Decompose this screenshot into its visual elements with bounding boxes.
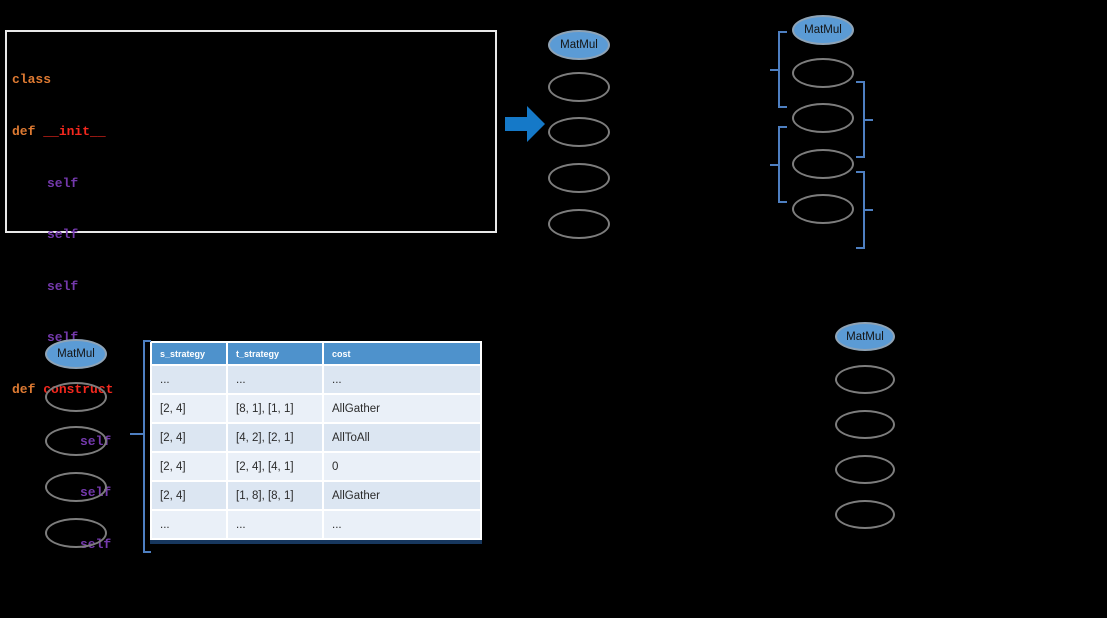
code-line: self	[12, 226, 495, 243]
operator-node-ellipse	[792, 149, 854, 179]
transform-arrow-icon	[505, 106, 545, 142]
table-cell: [2, 4]	[152, 424, 226, 451]
code-panel: class def __init__ self self self self d…	[5, 30, 497, 552]
table-row: [2, 4] [4, 2], [2, 1] AllToAll	[152, 424, 480, 451]
operator-node-ellipse	[835, 365, 895, 394]
table-cell: [4, 2], [2, 1]	[228, 424, 322, 451]
matmul-label: MatMul	[560, 39, 598, 51]
code-line: self	[12, 175, 495, 192]
operator-node-ellipse	[548, 163, 610, 193]
table-cell: AllGather	[324, 395, 480, 422]
code-keyword-def: def	[12, 382, 36, 398]
table-row: ... ... ...	[152, 511, 480, 538]
table-header-row: s_strategy t_strategy cost	[152, 343, 480, 364]
code-self: self	[47, 175, 79, 191]
column-header-s-strategy: s_strategy	[152, 343, 226, 364]
matmul-node: MatMul	[548, 30, 610, 60]
table-cell: [2, 4]	[152, 482, 226, 509]
table-cell: ...	[228, 366, 322, 393]
operator-node-ellipse	[45, 426, 107, 456]
table-cell: [8, 1], [1, 1]	[228, 395, 322, 422]
table-row: [2, 4] [2, 4], [4, 1] 0	[152, 453, 480, 480]
code-funcname-init: __init__	[43, 124, 106, 140]
operator-node-ellipse	[835, 455, 895, 484]
table-cell: AllGather	[324, 482, 480, 509]
operator-node-ellipse	[45, 472, 107, 502]
table-cell: ...	[228, 511, 322, 538]
column-header-t-strategy: t_strategy	[228, 343, 322, 364]
operator-node-ellipse	[792, 103, 854, 133]
operator-node-ellipse	[548, 209, 610, 239]
table-row: ... ... ...	[152, 366, 480, 393]
strategy-table: s_strategy t_strategy cost ... ... ... […	[150, 341, 482, 544]
table-cell: [2, 4]	[152, 453, 226, 480]
matmul-label: MatMul	[846, 330, 884, 343]
code-line: class	[12, 71, 495, 88]
operator-node-ellipse	[45, 518, 107, 548]
group-bracket-icon	[856, 171, 873, 249]
operator-node-ellipse	[548, 72, 610, 102]
operator-node-ellipse	[792, 194, 854, 224]
column-header-cost: cost	[324, 343, 480, 364]
code-line: self	[12, 278, 495, 295]
operator-node-ellipse	[792, 58, 854, 88]
table-cell: [2, 4], [4, 1]	[228, 453, 322, 480]
code-line: def __init__	[12, 123, 495, 140]
group-bracket-icon	[770, 126, 787, 203]
operator-node-ellipse	[548, 117, 610, 147]
code-self: self	[47, 227, 79, 243]
table-row: [2, 4] [1, 8], [8, 1] AllGather	[152, 482, 480, 509]
code-keyword-def: def	[12, 124, 36, 140]
code-keyword-class: class	[12, 72, 52, 88]
table-cell: [1, 8], [8, 1]	[228, 482, 322, 509]
matmul-node: MatMul	[45, 339, 107, 369]
matmul-node: MatMul	[792, 15, 854, 45]
table-cell: [2, 4]	[152, 395, 226, 422]
table-cell: 0	[324, 453, 480, 480]
table-cell: ...	[324, 511, 480, 538]
operator-node-ellipse	[835, 500, 895, 529]
matmul-node: MatMul	[835, 322, 895, 351]
table-cell: AllToAll	[324, 424, 480, 451]
operator-node-ellipse	[835, 410, 895, 439]
table-cell: ...	[152, 366, 226, 393]
group-bracket-icon	[856, 81, 873, 158]
group-bracket-icon	[770, 31, 787, 108]
code-self: self	[47, 278, 79, 294]
table-cell: ...	[152, 511, 226, 538]
operator-node-ellipse	[45, 382, 107, 412]
matmul-label: MatMul	[804, 24, 842, 36]
matmul-label: MatMul	[57, 348, 95, 360]
table-row: [2, 4] [8, 1], [1, 1] AllGather	[152, 395, 480, 422]
table-cell: ...	[324, 366, 480, 393]
